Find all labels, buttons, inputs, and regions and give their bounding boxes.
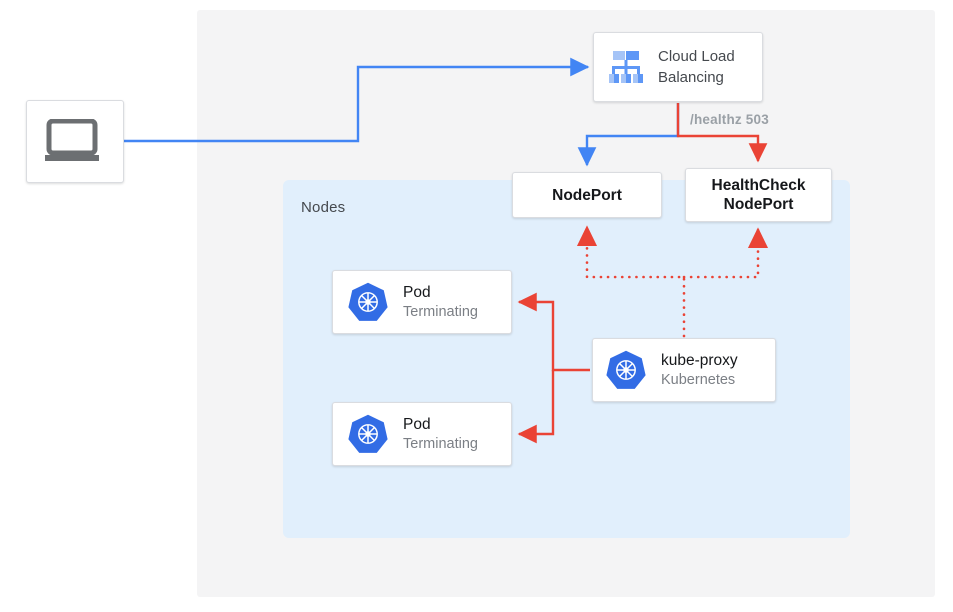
pod-node-b: Pod Terminating: [332, 402, 512, 466]
pod-b-label: Pod Terminating: [403, 415, 478, 454]
pod-a-label: Pod Terminating: [403, 283, 478, 322]
cloud-load-balancing-label: Cloud Load Balancing: [658, 46, 735, 88]
healthcheck-nodeport-label: HealthCheck NodePort: [712, 176, 806, 214]
kubernetes-icon: [348, 414, 388, 453]
pod-b-subtitle: Terminating: [403, 435, 478, 452]
nodeport-node: NodePort: [512, 172, 662, 218]
cloud-load-balancing-icon: [609, 51, 643, 83]
nodeport-label: NodePort: [552, 186, 622, 204]
pod-b-title: Pod: [403, 415, 431, 433]
kubernetes-icon: [348, 282, 388, 321]
kube-proxy-node: kube-proxy Kubernetes: [592, 338, 776, 402]
nodes-region-label: Nodes: [301, 199, 346, 216]
clb-title-line1: Cloud Load: [658, 48, 735, 65]
cloud-load-balancing-node: Cloud Load Balancing: [593, 32, 763, 102]
client-node: [26, 100, 124, 183]
pod-a-title: Pod: [403, 283, 431, 301]
clb-title-line2: Balancing: [658, 69, 724, 86]
kube-proxy-label: kube-proxy Kubernetes: [661, 351, 738, 390]
healthcheck-nodeport-node: HealthCheck NodePort: [685, 168, 832, 222]
pod-node-a: Pod Terminating: [332, 270, 512, 334]
kube-proxy-subtitle: Kubernetes: [661, 371, 736, 388]
hcnp-title-line2: NodePort: [723, 196, 794, 213]
kubernetes-icon: [606, 350, 646, 389]
hcnp-title-line1: HealthCheck: [711, 177, 806, 194]
healthz-edge-label: /healthz 503: [690, 112, 769, 127]
laptop-icon: [45, 118, 99, 161]
pod-a-subtitle: Terminating: [403, 303, 478, 320]
kube-proxy-title: kube-proxy: [661, 351, 738, 369]
